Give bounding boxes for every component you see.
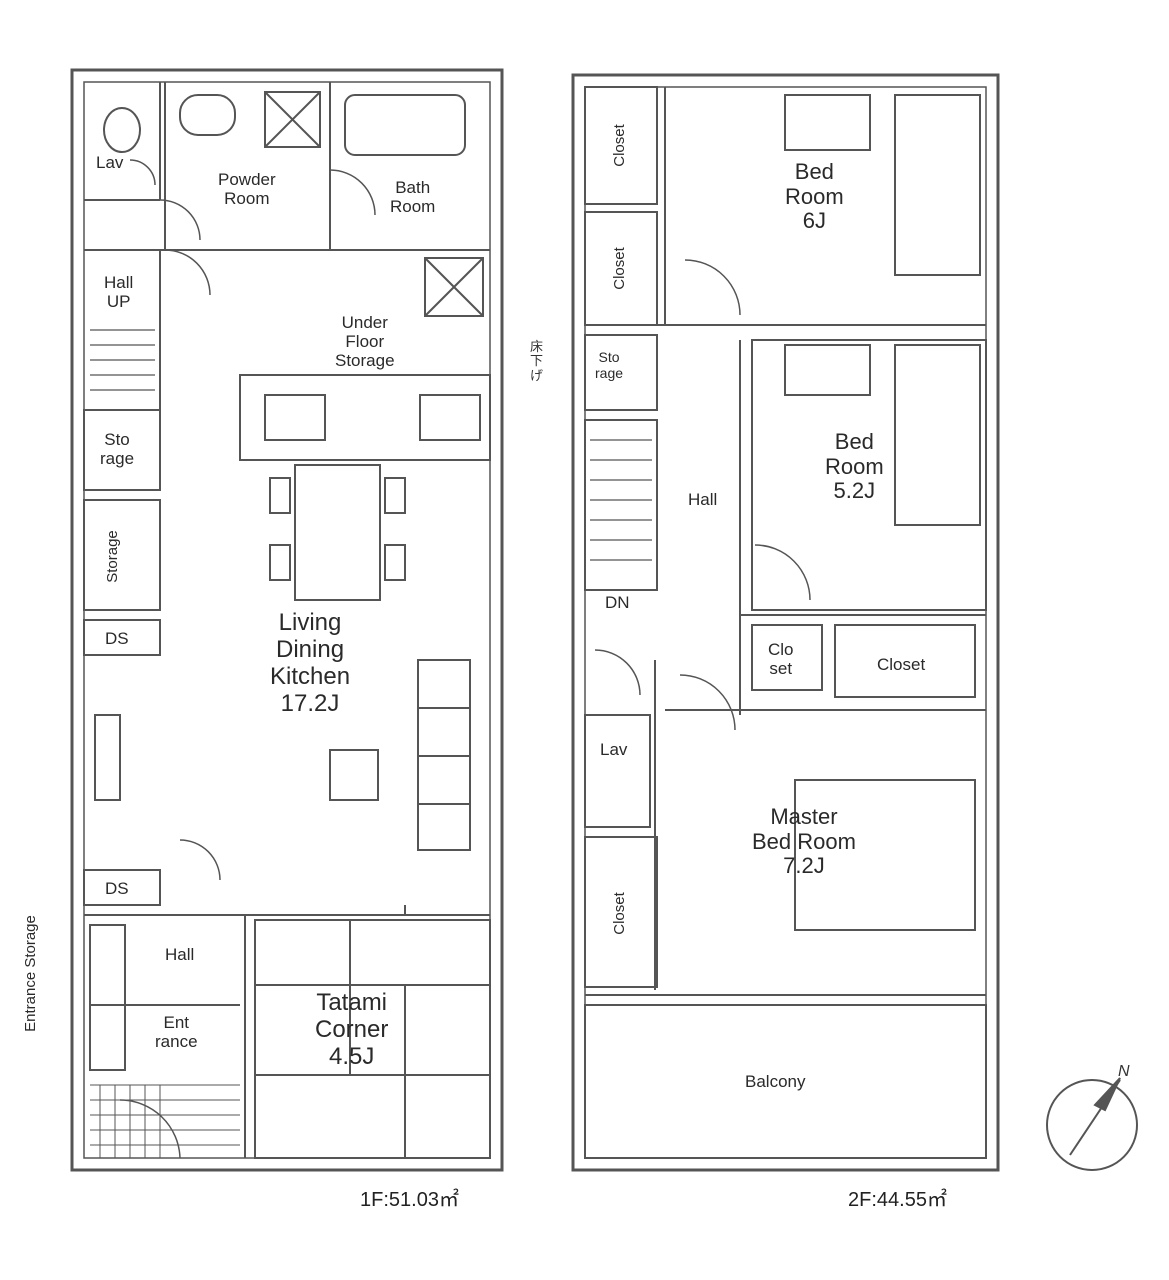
- closet-top-label: Closet: [610, 124, 628, 167]
- floor2-area: 2F:44.55㎡: [848, 1189, 947, 1211]
- storage-label: Storage: [103, 530, 121, 583]
- lav-label: Lav: [96, 153, 124, 172]
- hall-2f-label: Hall: [688, 490, 718, 509]
- dn-label: DN: [605, 593, 630, 612]
- hall-entrance-label: Hall: [165, 945, 195, 964]
- floor1-doors: [119, 159, 376, 1159]
- floor2-walls: [571, 73, 1000, 1172]
- closet-mid-label: Closet: [610, 247, 628, 290]
- floor1-area: 1F:51.03㎡: [360, 1189, 459, 1211]
- floor-lowered-note: 床下げ: [530, 339, 544, 383]
- closet-bottom-label: Closet: [610, 892, 628, 935]
- ds-upper-label: DS: [105, 629, 129, 648]
- closet-long-label: Closet: [877, 655, 926, 674]
- entrance-storage-label: Entrance Storage: [21, 915, 39, 1032]
- compass-north-label: N: [1118, 1063, 1130, 1080]
- compass-rose: [1046, 1077, 1138, 1171]
- floor1-walls: [70, 68, 504, 1172]
- ds-lower-label: DS: [105, 879, 129, 898]
- floor2-doors: [594, 259, 811, 731]
- balcony-label: Balcony: [745, 1072, 806, 1091]
- lav-2f-label: Lav: [600, 740, 628, 759]
